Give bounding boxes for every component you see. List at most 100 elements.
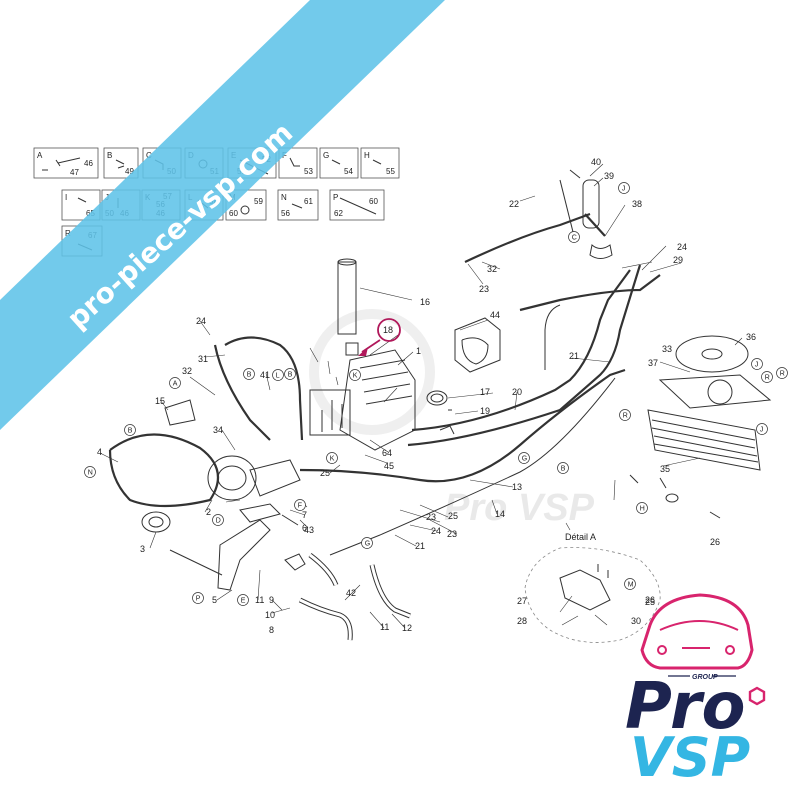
part-number-6[interactable]: 6 xyxy=(302,523,307,533)
callout-letter-e[interactable]: E xyxy=(237,594,249,606)
highlighted-part-callout[interactable]: 18 xyxy=(345,318,401,356)
part-number-22[interactable]: 22 xyxy=(509,199,519,209)
part-number-40[interactable]: 40 xyxy=(591,157,601,167)
callout-letter-c[interactable]: C xyxy=(568,231,580,243)
part-number-24[interactable]: 24 xyxy=(196,316,206,326)
part-number-11[interactable]: 11 xyxy=(255,595,264,605)
callout-letter-a[interactable]: A xyxy=(169,377,181,389)
part-number-35[interactable]: 35 xyxy=(660,464,670,474)
callout-letter-m[interactable]: M xyxy=(624,578,636,590)
part-number-23[interactable]: 23 xyxy=(426,512,436,522)
part-number-2[interactable]: 2 xyxy=(206,507,211,517)
part-number-26[interactable]: 26 xyxy=(645,595,655,605)
part-number-9[interactable]: 9 xyxy=(269,595,274,605)
legend-box-g[interactable]: G 54 xyxy=(319,147,359,179)
part-number-13[interactable]: 13 xyxy=(512,482,522,492)
part-number-34[interactable]: 34 xyxy=(213,425,223,435)
part-number-23[interactable]: 23 xyxy=(447,529,457,539)
part-number-19[interactable]: 19 xyxy=(480,406,490,416)
part-number-39[interactable]: 39 xyxy=(604,171,614,181)
part-number-42[interactable]: 42 xyxy=(346,588,356,598)
part-number-25[interactable]: 25 xyxy=(645,597,655,607)
part-number-8[interactable]: 8 xyxy=(269,625,274,635)
part-number-36[interactable]: 36 xyxy=(746,332,756,342)
part-number-31[interactable]: 31 xyxy=(198,354,208,364)
part-number-28[interactable]: 28 xyxy=(517,616,527,626)
callout-letter-g[interactable]: G xyxy=(518,452,530,464)
part-number-14[interactable]: 14 xyxy=(495,509,505,519)
part-number-24[interactable]: 24 xyxy=(431,526,441,536)
drive-belt xyxy=(108,433,220,508)
part-number-1[interactable]: 1 xyxy=(416,346,421,356)
part-number-38[interactable]: 38 xyxy=(632,199,642,209)
part-number-15[interactable]: 15 xyxy=(155,396,165,406)
part-number-37[interactable]: 37 xyxy=(648,358,658,368)
part-number-24[interactable]: 24 xyxy=(677,242,687,252)
part-number-64[interactable]: 64 xyxy=(382,448,392,458)
callout-letter-j[interactable]: J xyxy=(751,358,763,370)
part-number-21[interactable]: 21 xyxy=(569,351,579,361)
callout-letter-j[interactable]: J xyxy=(618,182,630,194)
part-number-20[interactable]: 20 xyxy=(512,387,522,397)
part-number-45[interactable]: 45 xyxy=(384,461,394,471)
svg-text:55: 55 xyxy=(386,167,395,176)
part-number-32[interactable]: 32 xyxy=(487,264,497,274)
ghost-watermark: Pro VSP xyxy=(309,309,595,529)
part-number-17[interactable]: 17 xyxy=(480,387,490,397)
callout-letter-b[interactable]: B xyxy=(557,462,569,474)
legend-box-p[interactable]: P 60 62 xyxy=(329,189,385,221)
part-number-23[interactable]: 23 xyxy=(479,284,489,294)
callout-letter-g[interactable]: G xyxy=(361,537,373,549)
callout-letter-b[interactable]: B xyxy=(243,368,255,380)
logo-group-text: GROUP xyxy=(692,674,718,681)
svg-text:A: A xyxy=(37,151,43,160)
part-number-27[interactable]: 27 xyxy=(517,596,527,606)
callout-letter-b[interactable]: B xyxy=(284,368,296,380)
part-number-12[interactable]: 12 xyxy=(402,623,412,633)
callout-letter-k[interactable]: K xyxy=(349,369,361,381)
legend-box-a[interactable]: A 46 47 xyxy=(33,147,99,179)
callout-letter-r[interactable]: R xyxy=(761,371,773,383)
callout-letter-h[interactable]: H xyxy=(636,502,648,514)
legend-box-f[interactable]: F 53 xyxy=(278,147,318,179)
svg-text:B: B xyxy=(128,428,133,435)
part-number-32[interactable]: 32 xyxy=(182,366,192,376)
callout-letter-l[interactable]: L xyxy=(272,369,284,381)
legend-box-n[interactable]: N 61 56 xyxy=(277,189,319,221)
callout-letter-n[interactable]: N xyxy=(84,466,96,478)
part-number-7[interactable]: 7 xyxy=(302,510,307,520)
part-number-25[interactable]: 25 xyxy=(448,511,458,521)
part-number-44[interactable]: 44 xyxy=(490,310,500,320)
part-number-11[interactable]: 11 xyxy=(380,622,389,632)
duct-tube xyxy=(337,261,357,335)
part-number-41[interactable]: 41 xyxy=(260,370,270,380)
part-number-10[interactable]: 10 xyxy=(265,610,275,620)
svg-text:R: R xyxy=(623,413,628,420)
svg-text:49: 49 xyxy=(125,167,134,176)
part-number-3[interactable]: 3 xyxy=(140,544,145,554)
callout-letter-p[interactable]: P xyxy=(192,592,204,604)
callout-letter-k[interactable]: K xyxy=(326,452,338,464)
detail-title: Détail A xyxy=(565,532,596,542)
part-number-16[interactable]: 16 xyxy=(420,297,430,307)
callout-letter-b[interactable]: B xyxy=(124,424,136,436)
svg-text:E: E xyxy=(241,598,246,605)
legend-box-h[interactable]: H 55 xyxy=(360,147,400,179)
part-number-30[interactable]: 30 xyxy=(631,616,641,626)
callout-letter-r[interactable]: R xyxy=(619,409,631,421)
part-number-33[interactable]: 33 xyxy=(662,344,672,354)
callout-letter-r[interactable]: R xyxy=(776,367,788,379)
part-number-21[interactable]: 21 xyxy=(415,541,425,551)
part-number-43[interactable]: 43 xyxy=(304,525,314,535)
part-number-5[interactable]: 5 xyxy=(212,595,217,605)
callout-letter-j[interactable]: J xyxy=(756,423,768,435)
callout-letter-f[interactable]: F xyxy=(294,499,306,511)
part-number-29[interactable]: 29 xyxy=(673,255,683,265)
cooling-fan xyxy=(675,335,749,373)
part-number-26[interactable]: 26 xyxy=(710,537,720,547)
part-number-25[interactable]: 25 xyxy=(320,468,330,478)
part-number-4[interactable]: 4 xyxy=(97,447,102,457)
svg-text:J: J xyxy=(755,362,759,369)
callout-letter-d[interactable]: D xyxy=(212,514,224,526)
